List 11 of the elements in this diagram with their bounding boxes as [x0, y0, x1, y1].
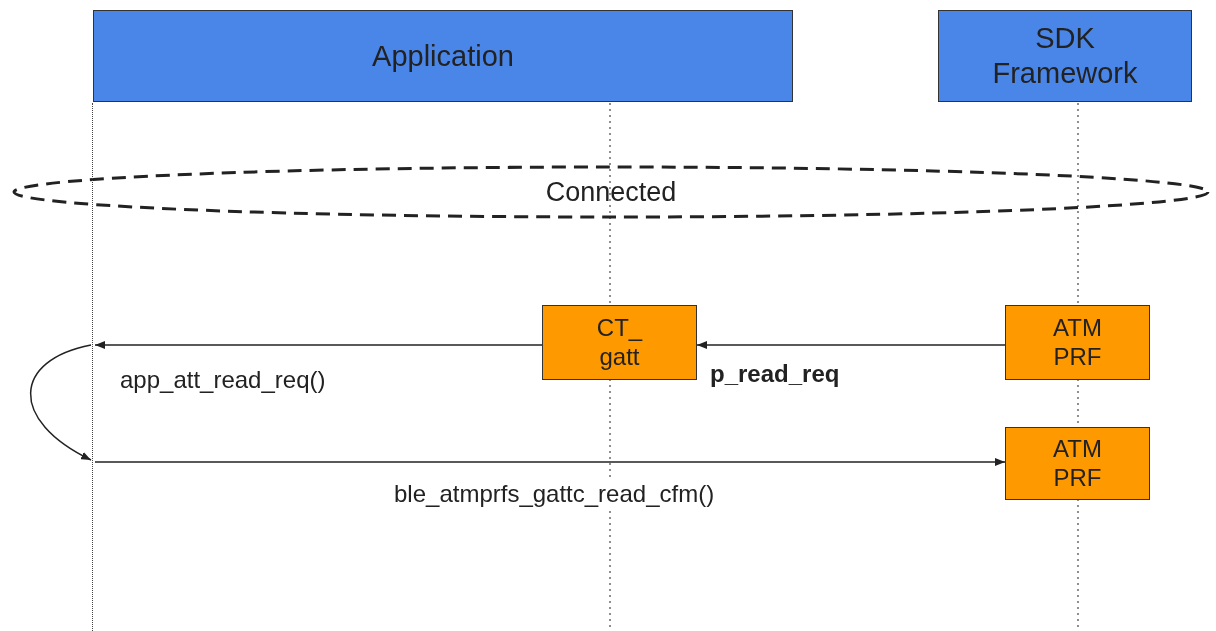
participant-box: SDK Framework: [938, 10, 1192, 102]
process-box: CT_ gatt: [542, 305, 697, 380]
lifeline: [92, 103, 95, 631]
process-box: ATM PRF: [1005, 305, 1150, 380]
arrow: [94, 458, 1006, 466]
arrow: [94, 341, 543, 349]
participant-box: Application: [93, 10, 793, 102]
arrow: [29, 344, 92, 461]
state-ellipse: Connected: [12, 165, 1210, 219]
process-box: ATM PRF: [1005, 427, 1150, 500]
arrow: [696, 341, 1006, 349]
